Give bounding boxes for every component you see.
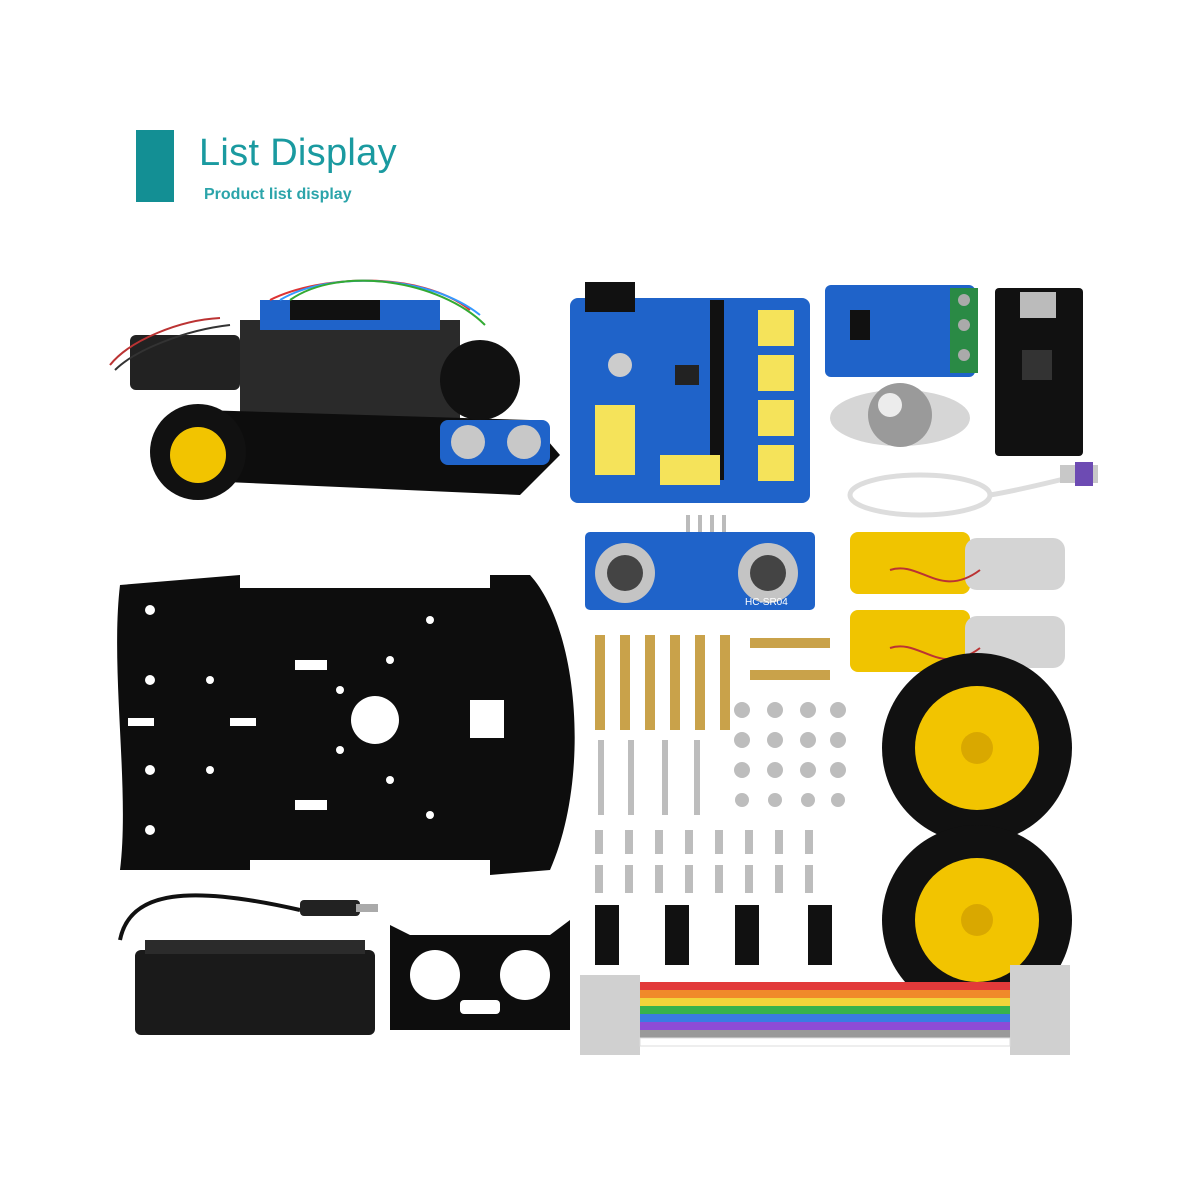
- screws-and-nuts: [595, 702, 846, 893]
- ultrasonic-sensor: HC-SR04: [585, 515, 815, 610]
- product-kit-photo: HC-SR04: [90, 270, 1100, 1070]
- chassis-plate: [117, 575, 575, 875]
- sensor-model-label: HC-SR04: [745, 597, 788, 608]
- section-title: List Display: [199, 132, 397, 174]
- wheel-1: [882, 653, 1072, 843]
- expansion-shield-board: [570, 282, 810, 503]
- section-subtitle: Product list display: [204, 186, 352, 203]
- accent-bar: [136, 130, 174, 202]
- gear-motor-1: [850, 532, 1065, 594]
- assembled-robot-car: [109, 279, 560, 500]
- brass-standoffs: [595, 635, 830, 730]
- usb-cable: [847, 462, 1098, 518]
- nano-controller-board: [995, 288, 1083, 456]
- section-header: List Display Product list display: [136, 130, 636, 210]
- motor-driver-board: [825, 285, 978, 377]
- motor-mounts: [595, 905, 832, 965]
- ball-caster: [830, 383, 970, 447]
- battery-box: [118, 893, 378, 1035]
- sensor-bracket: [390, 920, 570, 1030]
- jumper-wires: [580, 965, 1070, 1055]
